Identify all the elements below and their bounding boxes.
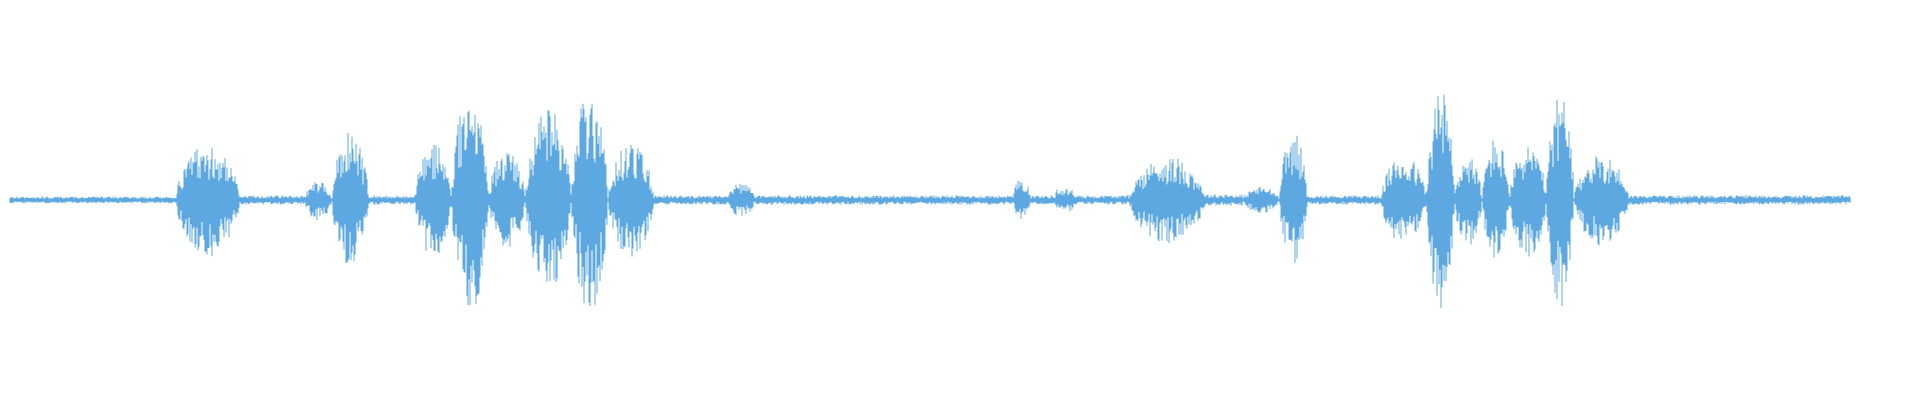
- waveform-samples: [9, 94, 1851, 308]
- waveform-path: [9, 94, 1851, 308]
